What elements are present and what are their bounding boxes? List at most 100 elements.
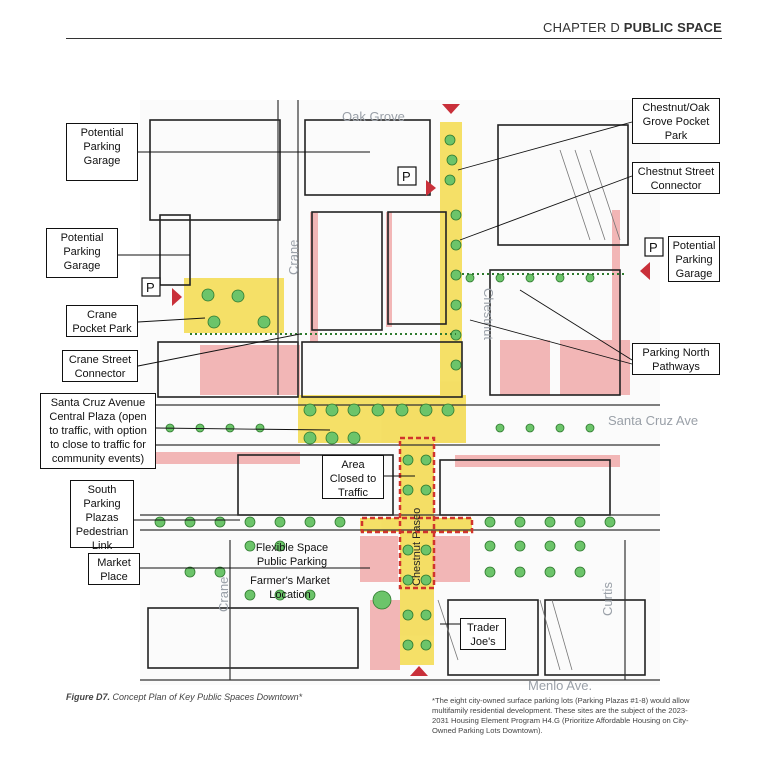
leader-parking-north-2 — [469, 319, 633, 365]
tree — [525, 423, 535, 433]
tree — [201, 288, 215, 302]
tree — [514, 540, 526, 552]
tree — [184, 566, 196, 578]
tree — [214, 516, 226, 528]
block — [497, 124, 629, 246]
gateway-markers — [172, 104, 650, 676]
chapter-header: CHAPTER D PUBLIC SPACE — [543, 20, 722, 35]
block-outlines — [147, 119, 646, 676]
tree — [495, 423, 505, 433]
tree — [325, 403, 339, 417]
building-frontages — [155, 210, 630, 670]
street-label-crane-south: Crane — [216, 577, 231, 612]
callout-crane-street-connector: Crane Street Connector — [62, 350, 138, 382]
chapter-title: PUBLIC SPACE — [623, 20, 722, 35]
hatch — [437, 599, 459, 661]
tree — [450, 269, 462, 281]
tree — [420, 609, 432, 621]
tree — [544, 540, 556, 552]
tree — [465, 273, 475, 283]
frontage — [455, 455, 620, 467]
hatch — [551, 599, 573, 671]
tree — [450, 359, 462, 371]
tree — [514, 566, 526, 578]
tree — [446, 154, 458, 166]
frontage — [155, 452, 300, 464]
callout-area-closed: Area Closed to Traffic — [322, 455, 384, 499]
tree — [274, 540, 286, 552]
closed-crossing-outline — [360, 516, 474, 534]
farmers-market-label: Farmer's Market — [250, 575, 330, 587]
callout-garage-w: Potential Parking Garage — [46, 228, 118, 278]
tree — [574, 516, 586, 528]
callout-trader-joes: Trader Joe's — [460, 618, 506, 650]
callout-chestnut-street-connector: Chestnut Street Connector — [632, 162, 720, 194]
flexible-space-label: Flexible Space — [256, 542, 328, 554]
tree — [402, 574, 414, 586]
closed-paseo-outline — [398, 436, 436, 590]
tree — [304, 516, 316, 528]
callout-parking-north-pathways: Parking North Pathways — [632, 343, 720, 375]
leader-central-plaza — [155, 427, 331, 431]
parking-icon — [141, 277, 161, 297]
gateway-marker — [640, 262, 650, 280]
tree — [402, 544, 414, 556]
tree — [544, 516, 556, 528]
tree — [604, 516, 616, 528]
tree — [450, 299, 462, 311]
hatch — [589, 149, 621, 241]
street-trees — [154, 134, 616, 651]
tree — [207, 315, 221, 329]
callout-crane-pocket-park: Crane Pocket Park — [66, 305, 138, 337]
tree — [585, 273, 595, 283]
gateway-marker — [410, 666, 428, 676]
tree — [555, 273, 565, 283]
tree — [420, 454, 432, 466]
figure-text: Concept Plan of Key Public Spaces Downto… — [112, 692, 303, 702]
tree — [325, 431, 339, 445]
tree — [214, 566, 226, 578]
tree — [585, 423, 595, 433]
street-label-menlo: Menlo Ave. — [528, 678, 592, 693]
tree — [484, 566, 496, 578]
frontage — [612, 210, 620, 340]
callout-garage-nw: Potential Parking Garage — [66, 123, 138, 181]
hatch — [539, 599, 561, 671]
frontage — [386, 212, 392, 327]
tree — [574, 566, 586, 578]
parking-icon-label: P — [146, 280, 155, 295]
street-label-curtis: Curtis — [600, 582, 615, 616]
block — [387, 211, 447, 325]
central-plaza-area — [298, 395, 466, 443]
hatch — [574, 149, 606, 241]
tree — [419, 403, 433, 417]
location-label: Location — [269, 589, 311, 601]
block — [149, 119, 281, 221]
tree — [525, 273, 535, 283]
tree — [402, 484, 414, 496]
parking-icon — [397, 166, 417, 186]
tree — [495, 273, 505, 283]
street-label-chestnut: Chestnut — [481, 288, 496, 340]
hatched-parking — [437, 149, 621, 671]
tree — [544, 566, 556, 578]
leader-crane-pocket — [137, 317, 206, 323]
tree — [574, 540, 586, 552]
tree — [154, 516, 166, 528]
tree — [420, 574, 432, 586]
paseo-crossing — [360, 518, 472, 532]
plaza-labels: Flexible Space Public Parking Farmer's M… — [250, 542, 330, 601]
tree — [514, 516, 526, 528]
block — [311, 211, 383, 331]
block — [447, 599, 539, 676]
tree — [402, 454, 414, 466]
tree — [347, 403, 361, 417]
street-label-chestnut-paseo: Chestnut Paseo — [411, 508, 423, 586]
tree — [231, 289, 245, 303]
leader-chestnut-oak — [457, 121, 633, 171]
tree — [371, 403, 385, 417]
tree — [195, 423, 205, 433]
tree — [450, 209, 462, 221]
chapter-prefix: CHAPTER D — [543, 20, 620, 35]
